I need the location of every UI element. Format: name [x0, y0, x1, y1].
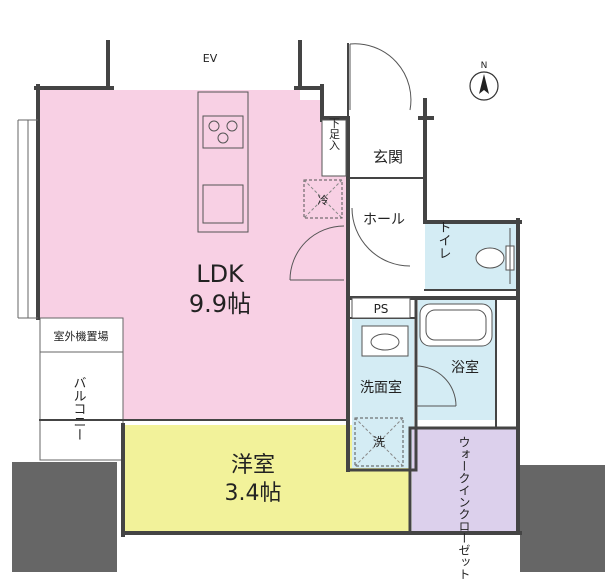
bathroom-label: 浴室	[451, 359, 479, 376]
closet-room	[412, 428, 517, 533]
entrance-label: 玄関	[373, 148, 403, 166]
outside-block-left	[12, 462, 117, 572]
washer-space	[354, 417, 404, 467]
ps-box	[351, 297, 411, 319]
ldk-size: 9.9帖	[189, 290, 251, 318]
outside-block-right	[520, 465, 605, 572]
bathtub	[419, 303, 493, 347]
hall-label: ホール	[363, 212, 405, 228]
shoe-storage-box	[321, 119, 347, 177]
ps-label: PS	[374, 302, 389, 316]
shoe-storage-label: 下足入	[328, 118, 341, 151]
outdoor-unit-label: 室外機置場	[54, 329, 109, 343]
walls	[34, 40, 522, 537]
wash-basin	[361, 325, 409, 357]
north-arrow-icon: N	[469, 61, 499, 101]
window-lines	[17, 119, 38, 319]
north-label: N	[481, 61, 488, 71]
balcony-label: バルコニー	[71, 376, 87, 441]
western-room-name: 洋室	[231, 453, 275, 478]
walk-in-closet-label: ウォークインクローゼット	[457, 436, 471, 580]
washer-label: 洗	[373, 435, 385, 449]
balcony-area	[39, 317, 124, 461]
fridge-space	[303, 179, 343, 219]
kitchen-counter	[197, 91, 249, 233]
washroom-label: 洗面室	[360, 379, 402, 396]
fridge-label: 冷	[318, 194, 329, 207]
toilet-label: トイレ	[436, 221, 451, 260]
ev-label: EV	[203, 52, 218, 65]
western-room-size: 3.4帖	[225, 481, 282, 506]
toilet-bowl	[475, 247, 505, 269]
ldk-name: LDK	[196, 260, 245, 288]
door-swings	[289, 43, 511, 407]
